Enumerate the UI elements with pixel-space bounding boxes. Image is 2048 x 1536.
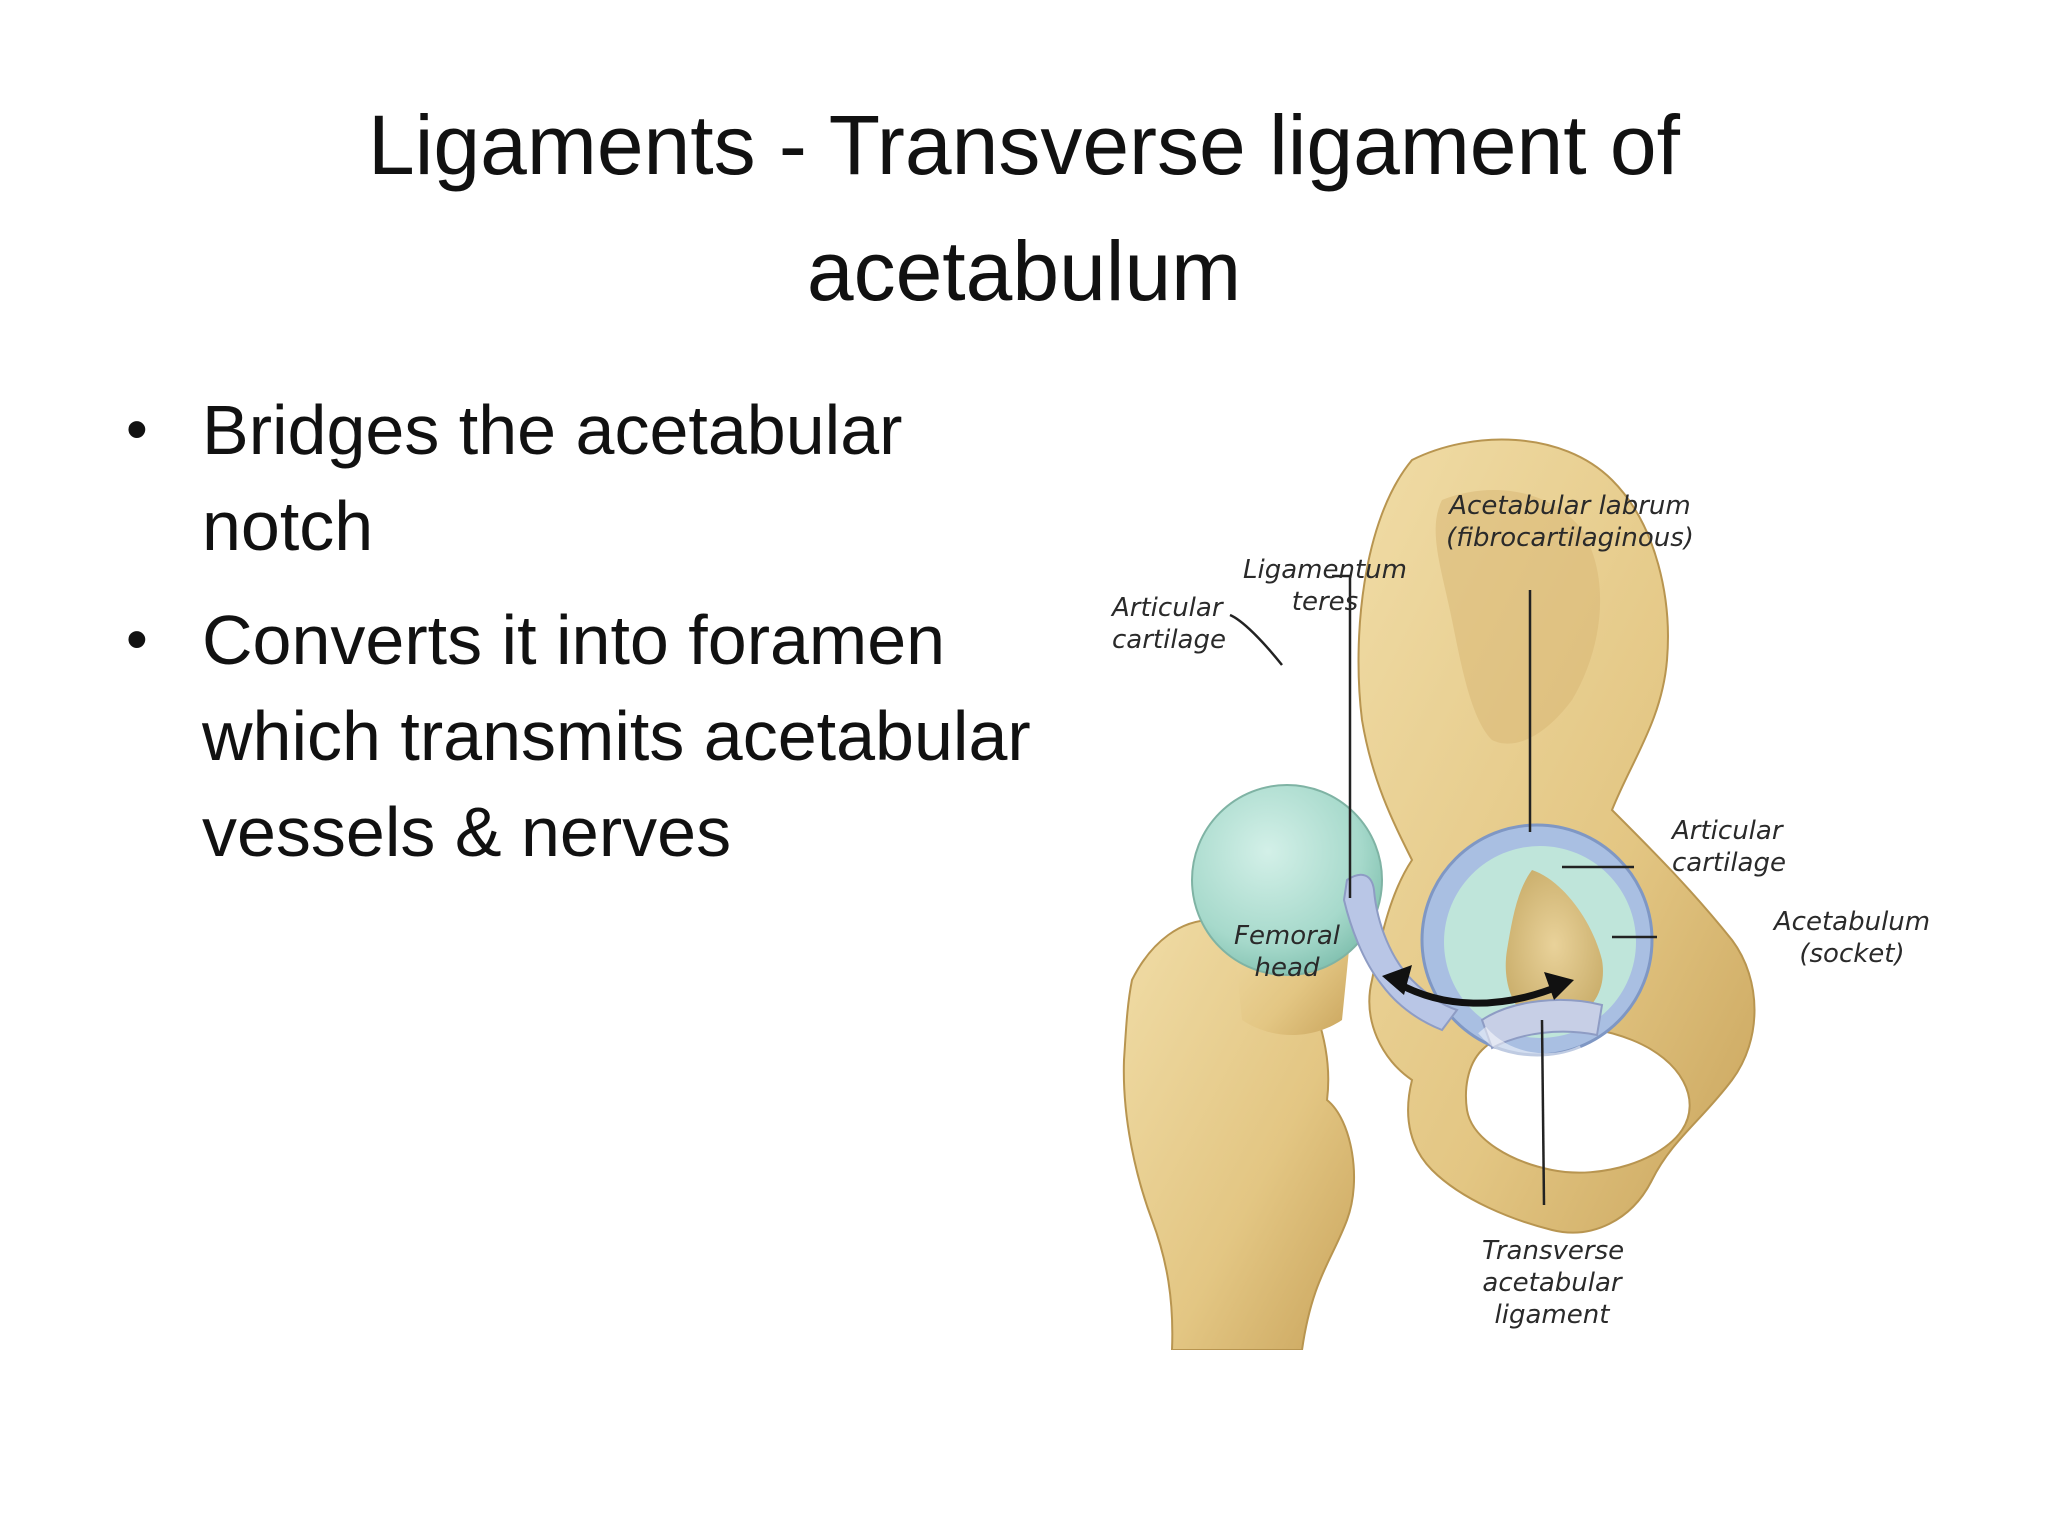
movement-arrow-right-head — [1544, 972, 1574, 1000]
label-acetabular-labrum: Acetabular labrum (fibrocartilaginous) — [1446, 491, 1694, 553]
bullet-item: • Bridges the acetabular notch — [120, 382, 1040, 574]
hip-joint-illustration: Ligamentum teres Articular cartilage Fem… — [1112, 420, 1962, 1350]
slide-title-line-2: acetabulum — [806, 224, 1242, 318]
hip-joint-drawing — [1122, 438, 1756, 1350]
bullet-text: Converts it into foramen which transmits… — [202, 601, 1031, 871]
iliac-fossa — [1435, 490, 1601, 744]
label-femoral-head: Femoral head — [1233, 921, 1341, 983]
movement-arrow-left-head — [1382, 965, 1412, 995]
bullet-dot-icon: • — [126, 395, 148, 464]
leader-line — [1229, 613, 1283, 666]
slide-title: Ligaments - Transverse ligament of aceta… — [0, 82, 2048, 334]
leader-line — [1332, 574, 1352, 898]
bullet-list: • Bridges the acetabular notch • Convert… — [120, 382, 1040, 898]
label-acetabulum: Acetabulum (socket) — [1773, 907, 1931, 969]
bullet-dot-icon: • — [126, 605, 148, 674]
movement-arrow — [1390, 976, 1564, 1007]
slide-title-line-1: Ligaments - Transverse ligament of — [368, 98, 1680, 192]
label-articular-cartilage-left: Articular cartilage — [1112, 593, 1226, 655]
label-ligamentum-teres: Ligamentum teres — [1243, 555, 1407, 617]
femoral-head — [1191, 784, 1383, 976]
leader-line — [1540, 1019, 1546, 1206]
acetabular-notch — [1478, 1026, 1585, 1064]
bullet-item: • Converts it into foramen which transmi… — [120, 592, 1040, 880]
leader-lines — [1229, 574, 1657, 1206]
label-articular-cartilage-right: Articular cartilage — [1672, 816, 1786, 878]
label-transverse-acetabular-ligament: Transverse acetabular ligament — [1482, 1236, 1625, 1330]
acetabular-fossa — [1505, 870, 1603, 1020]
bullet-text: Bridges the acetabular notch — [202, 391, 903, 565]
